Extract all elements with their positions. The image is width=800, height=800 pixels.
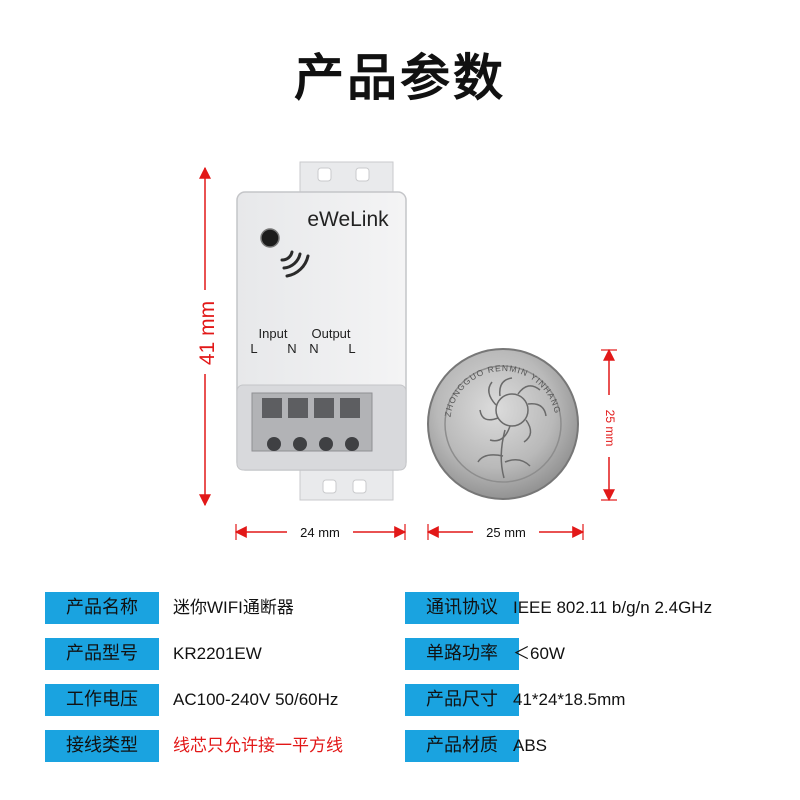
spec-value: ＜60W — [513, 644, 565, 663]
reset-button-icon — [260, 228, 280, 248]
spec-row: 产品型号 KR2201EW 单路功率 ＜60W — [45, 638, 765, 670]
spec-row: 接线类型 线芯只允许接一平方线 产品材质 ABS — [45, 730, 765, 762]
terminal-label-3: N — [309, 341, 318, 356]
spec-value: KR2201EW — [173, 644, 262, 663]
dimension-coin-width: 25 mm — [426, 522, 585, 542]
wifi-signal-icon — [280, 250, 310, 278]
page-title: 产品参数 — [294, 49, 506, 107]
spec-value: AC100-240V 50/60Hz — [173, 690, 339, 709]
spec-value: ABS — [513, 736, 548, 755]
brand-logo: eWeLink — [307, 208, 389, 231]
spec-value: 41*24*18.5mm — [513, 690, 626, 709]
terminal-label-4: L — [348, 341, 355, 356]
dimension-height-41: 41 mm — [193, 166, 219, 507]
spec-row: 工作电压 AC100-240V 50/60Hz 产品尺寸 41*24*18.5m… — [45, 684, 765, 716]
spec-label: 工作电压 — [45, 684, 159, 716]
dimension-height-label: 41 mm — [196, 301, 219, 365]
spec-value-warning: 线芯只允许接一平方线 — [173, 736, 343, 755]
dimension-coin-height: 25 mm — [601, 348, 619, 502]
label-output: Output — [311, 326, 350, 341]
dimension-coin-width-label: 25 mm — [486, 525, 526, 540]
spec-label: 单路功率 — [405, 638, 519, 670]
spec-value: IEEE 802.11 b/g/n 2.4GHz — [513, 598, 713, 617]
spec-label: 产品型号 — [45, 638, 159, 670]
spec-label: 产品尺寸 — [405, 684, 519, 716]
dimension-width-label: 24 mm — [300, 525, 340, 540]
terminal-label-1: L — [250, 341, 257, 356]
wifi-switch-device: eWeLink Input Output L N N L — [236, 161, 407, 501]
spec-label: 产品名称 — [45, 592, 159, 624]
spec-label: 接线类型 — [45, 730, 159, 762]
spec-row: 产品名称 迷你WIFI通断器 通讯协议 IEEE 802.11 b/g/n 2.… — [45, 592, 765, 624]
product-figure: eWeLink Input Output L N N L ZHONGGUO RE… — [193, 161, 619, 542]
chrysanthemum-icon — [477, 377, 547, 479]
dimension-coin-height-label: 25 mm — [603, 410, 617, 447]
spec-value: 迷你WIFI通断器 — [173, 598, 294, 617]
coin-image: ZHONGGUO RENMIN YINHANG — [427, 348, 579, 500]
label-input: Input — [259, 326, 288, 341]
terminal-label-2: N — [287, 341, 296, 356]
dimension-width-24: 24 mm — [234, 522, 407, 542]
spec-label: 通讯协议 — [405, 592, 519, 624]
spec-label: 产品材质 — [405, 730, 519, 762]
